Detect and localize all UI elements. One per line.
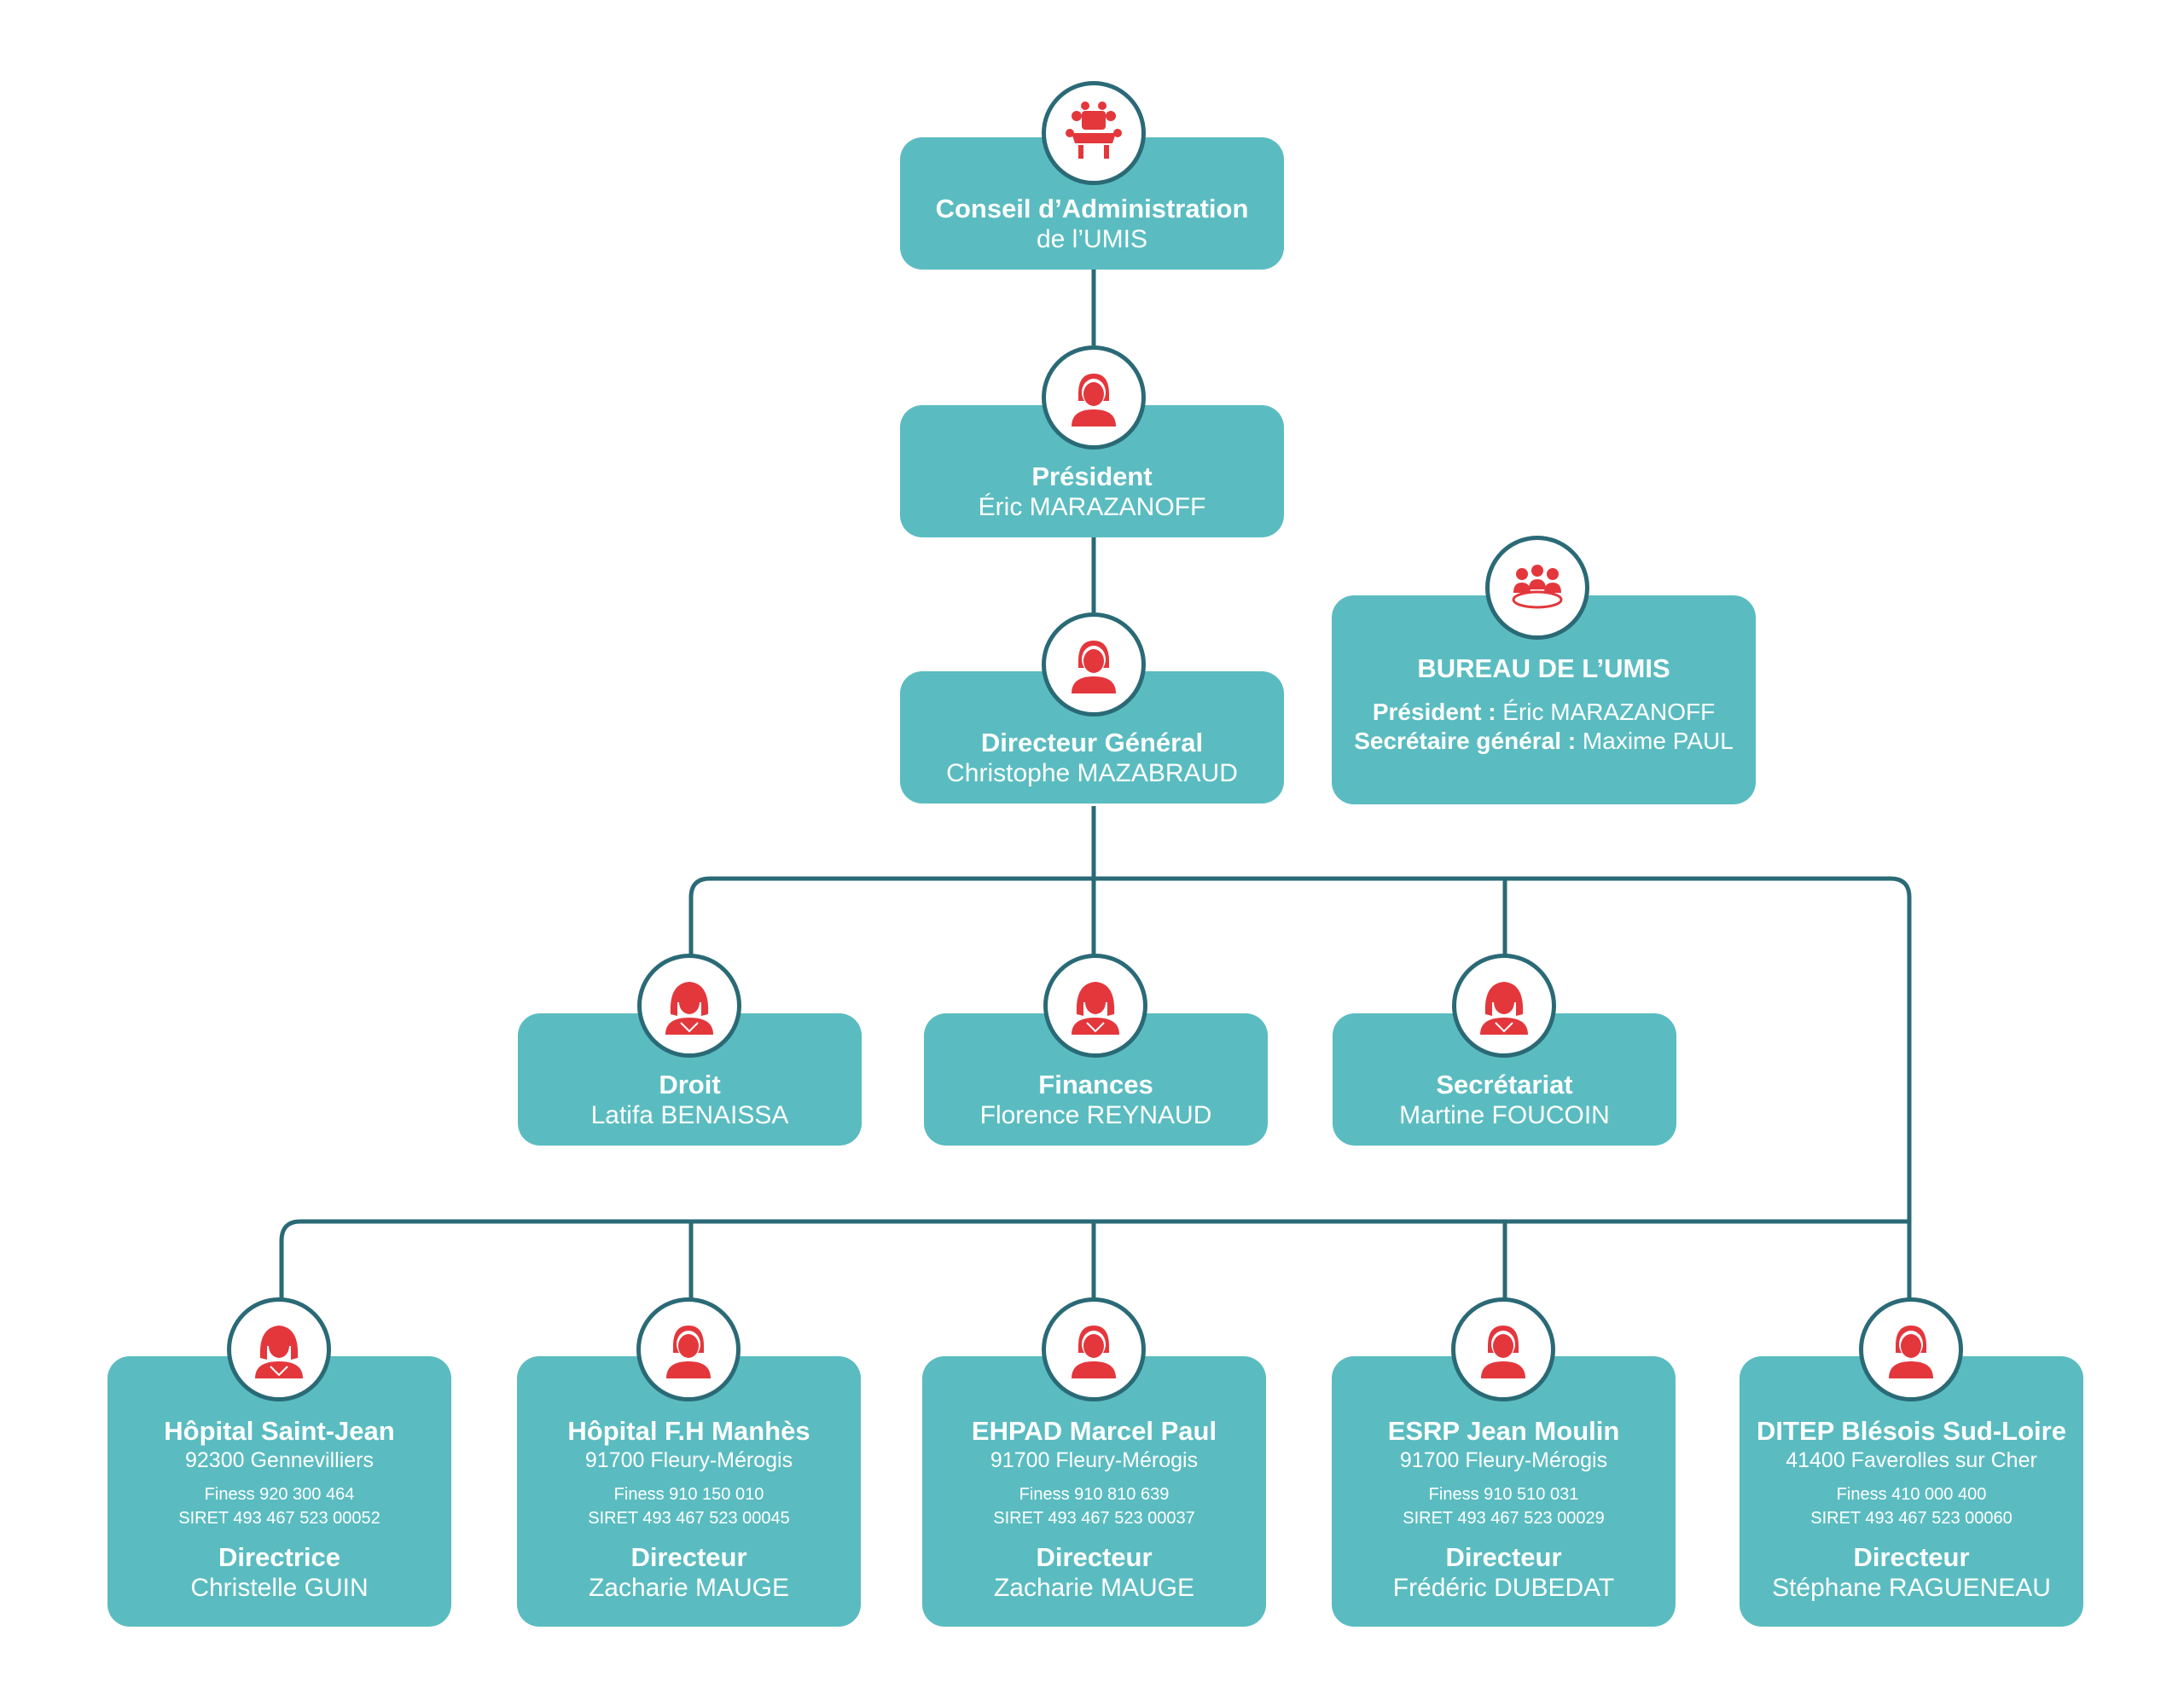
- establishment-finess: Finess 910 810 639: [1019, 1485, 1170, 1504]
- establishment-title: ESRP Jean Moulin: [1387, 1416, 1620, 1446]
- establishment-director: Zacharie MAUGE: [588, 1574, 790, 1602]
- bureau-president-value: Éric MARAZANOFF: [1502, 699, 1716, 725]
- service-name: Latifa BENAISSA: [590, 1101, 789, 1129]
- establishment-title: EHPAD Marcel Paul: [971, 1416, 1217, 1446]
- bureau-secretaire-label: Secrétaire général :: [1354, 728, 1577, 754]
- establishment-title: DITEP Blésois Sud-Loire: [1757, 1416, 2066, 1446]
- establishment-director: Christelle GUIN: [190, 1574, 369, 1602]
- president-title: Président: [1031, 461, 1153, 491]
- establishment-city: 92300 Gennevilliers: [185, 1448, 374, 1472]
- service-title: Droit: [659, 1070, 721, 1099]
- establishment-role: Directrice: [218, 1542, 341, 1572]
- establishment-director: Stéphane RAGUENEAU: [1772, 1574, 2051, 1602]
- directeur-general-name: Christophe MAZABRAUD: [946, 759, 1238, 787]
- person-icon: [1859, 1297, 1963, 1401]
- bureau-umis-box: BUREAU DE L’UMIS Président : Éric MARAZA…: [1332, 595, 1756, 804]
- bureau-secretaire-line: Secrétaire général : Maxime PAUL: [1332, 727, 1756, 756]
- bureau-president-line: Président : Éric MARAZANOFF: [1332, 698, 1756, 727]
- bureau-secretaire-value: Maxime PAUL: [1582, 728, 1734, 754]
- establishment-title: Hôpital Saint-Jean: [164, 1416, 395, 1446]
- establishment-role: Directeur: [1853, 1542, 1970, 1572]
- establishment-role: Directeur: [630, 1542, 747, 1572]
- establishment-city: 91700 Fleury-Mérogis: [584, 1448, 793, 1472]
- establishment-city: 91700 Fleury-Mérogis: [990, 1448, 1199, 1472]
- woman-icon: [227, 1297, 331, 1401]
- establishment-siret: SIRET 493 467 523 00037: [993, 1509, 1195, 1528]
- bureau-president-label: Président :: [1372, 699, 1496, 725]
- woman-icon: [1043, 954, 1147, 1058]
- conseil-subtitle: de l’UMIS: [1036, 225, 1148, 253]
- person-icon: [636, 1297, 741, 1401]
- person-icon: [1042, 345, 1146, 450]
- establishment-finess: Finess 920 300 464: [204, 1485, 355, 1504]
- establishment-director: Zacharie MAUGE: [993, 1574, 1195, 1602]
- establishment-city: 91700 Fleury-Mérogis: [1399, 1448, 1608, 1472]
- establishment-title: Hôpital F.H Manhès: [567, 1416, 810, 1446]
- establishment-role: Directeur: [1445, 1542, 1562, 1572]
- group-icon: [1485, 536, 1589, 640]
- person-icon: [1042, 612, 1146, 717]
- establishment-director: Frédéric DUBEDAT: [1392, 1574, 1615, 1602]
- service-title: Finances: [1038, 1070, 1153, 1099]
- woman-icon: [1452, 954, 1556, 1058]
- person-icon: [1451, 1297, 1555, 1401]
- meeting-table-icon: [1042, 81, 1146, 185]
- service-title: Secrétariat: [1436, 1070, 1573, 1099]
- person-icon: [1042, 1297, 1146, 1401]
- establishment-siret: SIRET 493 467 523 00045: [588, 1509, 790, 1528]
- president-name: Éric MARAZANOFF: [978, 493, 1206, 521]
- establishment-siret: SIRET 493 467 523 00052: [178, 1509, 380, 1528]
- conseil-title: Conseil d’Administration: [935, 194, 1249, 223]
- directeur-general-title: Directeur Général: [980, 728, 1204, 757]
- establishment-finess: Finess 910 510 031: [1428, 1485, 1579, 1504]
- president-box: Président Éric MARAZANOFF: [900, 405, 1284, 537]
- establishment-siret: SIRET 493 467 523 00060: [1810, 1509, 2013, 1528]
- service-name: Martine FOUCOIN: [1399, 1101, 1610, 1129]
- service-name: Florence REYNAUD: [979, 1101, 1212, 1129]
- woman-icon: [637, 954, 741, 1058]
- establishment-role: Directeur: [1036, 1542, 1153, 1572]
- bureau-title: BUREAU DE L’UMIS: [1417, 653, 1670, 683]
- establishment-city: 41400 Faverolles sur Cher: [1786, 1448, 2037, 1472]
- establishment-finess: Finess 410 000 400: [1836, 1485, 1987, 1504]
- establishment-siret: SIRET 493 467 523 00029: [1403, 1509, 1605, 1528]
- establishment-finess: Finess 910 150 010: [613, 1485, 764, 1504]
